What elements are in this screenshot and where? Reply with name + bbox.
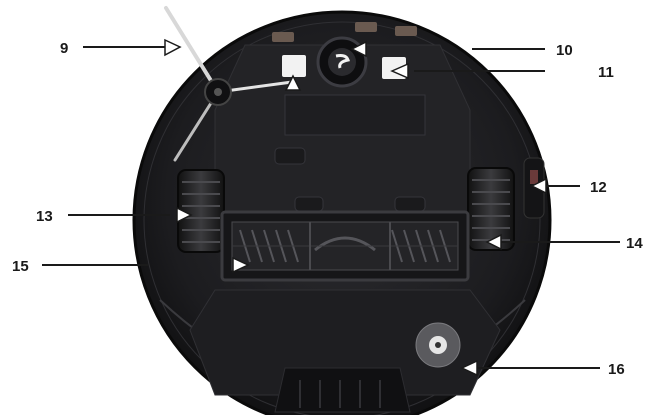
central-panel	[214, 44, 471, 221]
side-brush	[164, 6, 294, 162]
top-sensors	[272, 22, 417, 42]
pointer-12	[530, 177, 547, 195]
callout-label-10: 10	[556, 42, 573, 59]
cliff-sensor-left	[282, 55, 306, 77]
callout-label-14: 14	[626, 235, 643, 252]
callout-pointers	[164, 38, 547, 377]
pointer-16	[460, 359, 478, 377]
pointer-13	[176, 206, 193, 224]
left-drive-wheel	[177, 169, 225, 253]
callout-label-11: 11	[598, 64, 614, 81]
callout-label-12: 12	[590, 179, 607, 196]
water-tank-pump	[415, 322, 461, 368]
pointer-front	[284, 74, 302, 91]
main-brush	[220, 210, 470, 282]
pointer-14	[485, 233, 502, 251]
pointer-10	[350, 40, 367, 58]
callout-label-16: 16	[608, 361, 625, 378]
callout-label-13: 13	[36, 208, 53, 225]
pointer-11	[390, 62, 409, 80]
pointer-9	[164, 38, 182, 57]
pointer-15	[232, 256, 250, 274]
dustbin	[189, 289, 501, 413]
callout-label-9: 9	[60, 40, 68, 57]
callout-labels: 9 10 11 12 13 14 15 16	[12, 40, 643, 378]
callout-label-15: 15	[12, 258, 29, 275]
right-drive-wheel	[467, 167, 515, 251]
